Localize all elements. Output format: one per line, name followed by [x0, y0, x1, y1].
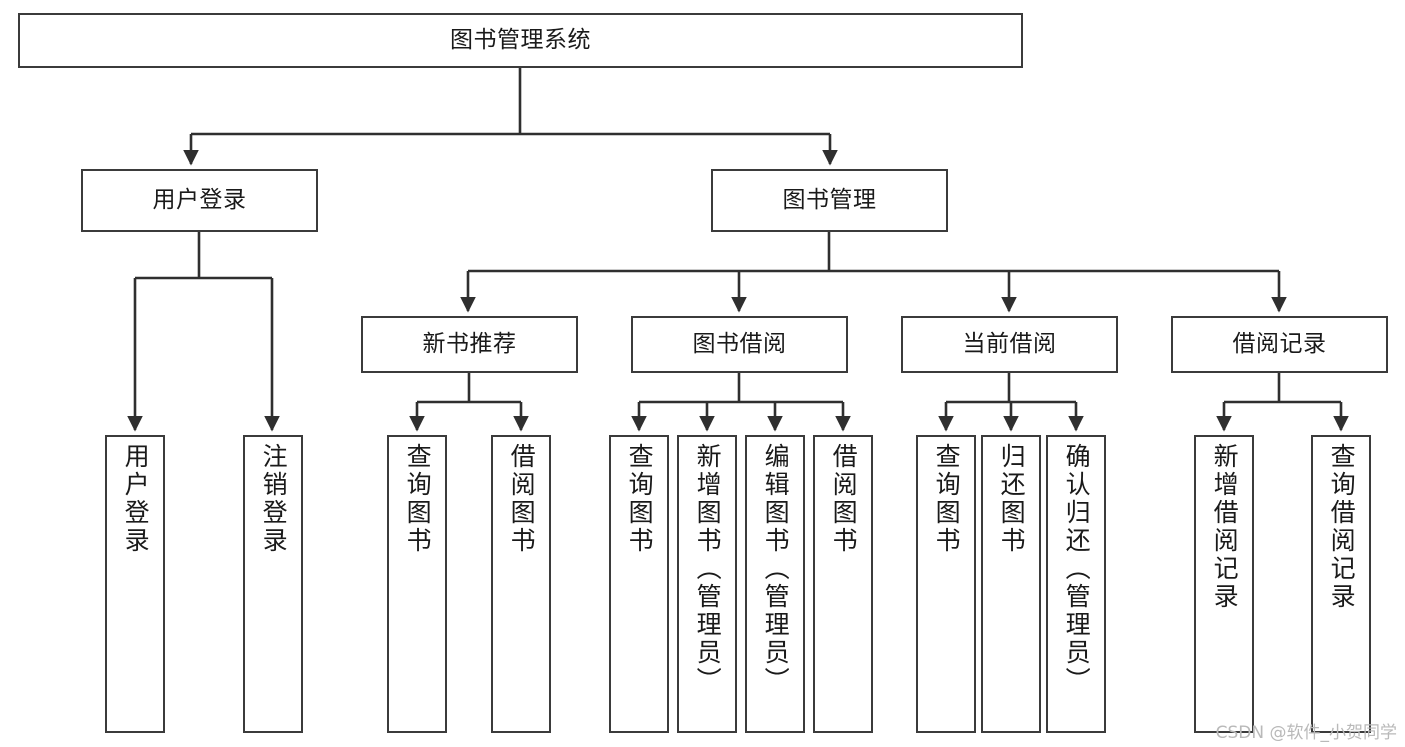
- node-leaf-add-record[interactable]: 新增借阅记录: [1194, 435, 1254, 733]
- watermark-text: CSDN @软件_小贺同学: [1215, 723, 1397, 743]
- node-leaf-add-record-label: 新增借阅记录: [1210, 443, 1240, 611]
- node-leaf-confirm-return-label: 确认归还（管理员）: [1062, 443, 1092, 695]
- node-leaf-logout-login[interactable]: 注销登录: [243, 435, 303, 733]
- node-leaf-borrow-book-1-label: 借阅图书: [507, 443, 537, 555]
- node-leaf-borrow-book-1[interactable]: 借阅图书: [491, 435, 551, 733]
- node-borrow-record[interactable]: 借阅记录: [1171, 316, 1388, 373]
- node-leaf-query-book-3-label: 查询图书: [932, 443, 962, 555]
- node-borrow-record-label: 借阅记录: [1232, 331, 1327, 358]
- node-leaf-return-book-label: 归还图书: [997, 443, 1027, 555]
- node-leaf-add-book[interactable]: 新增图书（管理员）: [677, 435, 737, 733]
- node-leaf-edit-book[interactable]: 编辑图书（管理员）: [745, 435, 805, 733]
- node-leaf-query-book-1[interactable]: 查询图书: [387, 435, 447, 733]
- node-leaf-return-book[interactable]: 归还图书: [981, 435, 1041, 733]
- node-book-management[interactable]: 图书管理: [711, 169, 948, 232]
- node-leaf-user-login[interactable]: 用户登录: [105, 435, 165, 733]
- node-leaf-borrow-book-2-label: 借阅图书: [829, 443, 859, 555]
- node-new-book-recommend-label: 新书推荐: [422, 331, 517, 358]
- node-user-login[interactable]: 用户登录: [81, 169, 318, 232]
- node-root[interactable]: 图书管理系统: [18, 13, 1023, 68]
- node-leaf-add-book-label: 新增图书（管理员）: [693, 443, 723, 695]
- node-leaf-query-book-2-label: 查询图书: [625, 443, 655, 555]
- node-user-login-label: 用户登录: [152, 187, 247, 214]
- node-book-borrow-label: 图书借阅: [692, 331, 787, 358]
- node-leaf-query-record-label: 查询借阅记录: [1327, 443, 1357, 611]
- node-current-borrow[interactable]: 当前借阅: [901, 316, 1118, 373]
- node-root-label: 图书管理系统: [450, 27, 591, 54]
- node-leaf-query-book-3[interactable]: 查询图书: [916, 435, 976, 733]
- node-leaf-query-book-2[interactable]: 查询图书: [609, 435, 669, 733]
- node-book-management-label: 图书管理: [782, 187, 877, 214]
- node-new-book-recommend[interactable]: 新书推荐: [361, 316, 578, 373]
- node-leaf-query-book-1-label: 查询图书: [403, 443, 433, 555]
- node-leaf-logout-login-label: 注销登录: [259, 443, 289, 555]
- node-book-borrow[interactable]: 图书借阅: [631, 316, 848, 373]
- node-leaf-query-record[interactable]: 查询借阅记录: [1311, 435, 1371, 733]
- node-leaf-edit-book-label: 编辑图书（管理员）: [761, 443, 791, 695]
- node-leaf-confirm-return[interactable]: 确认归还（管理员）: [1046, 435, 1106, 733]
- node-leaf-borrow-book-2[interactable]: 借阅图书: [813, 435, 873, 733]
- node-current-borrow-label: 当前借阅: [962, 331, 1057, 358]
- node-leaf-user-login-label: 用户登录: [121, 443, 151, 555]
